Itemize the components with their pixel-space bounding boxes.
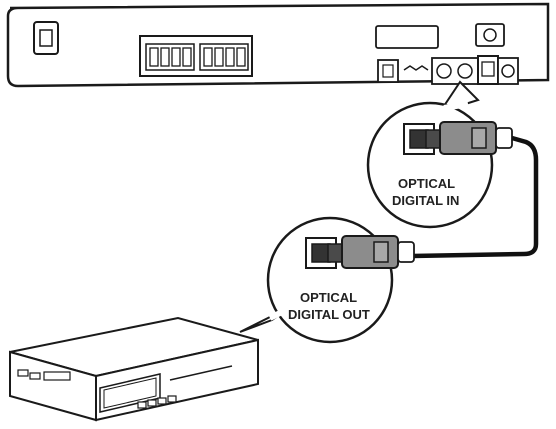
- speaker-terminals: [139, 35, 253, 77]
- cd-recorder-icon: [9, 316, 259, 422]
- callout-optical-out: OPTICAL DIGITAL OUT: [239, 216, 415, 344]
- callout-top-line1: OPTICAL: [398, 176, 455, 191]
- callout-top-line2: DIGITAL IN: [392, 193, 459, 208]
- optical-plug-bottom: [327, 235, 415, 269]
- optical-cable: [411, 135, 539, 259]
- scart-socket: [375, 25, 439, 49]
- rear-connector-row: [377, 57, 479, 85]
- optical-plug-top: [425, 121, 513, 155]
- callout-bottom-line1: OPTICAL: [300, 290, 357, 305]
- main-unit-rear-panel: [6, 2, 550, 88]
- coaxial-port: [497, 57, 519, 85]
- power-socket-icon: [33, 21, 59, 55]
- callout-bottom-line2: DIGITAL OUT: [288, 307, 370, 322]
- optical-in-port: [477, 55, 499, 85]
- callout-optical-in: OPTICAL DIGITAL IN: [366, 80, 513, 229]
